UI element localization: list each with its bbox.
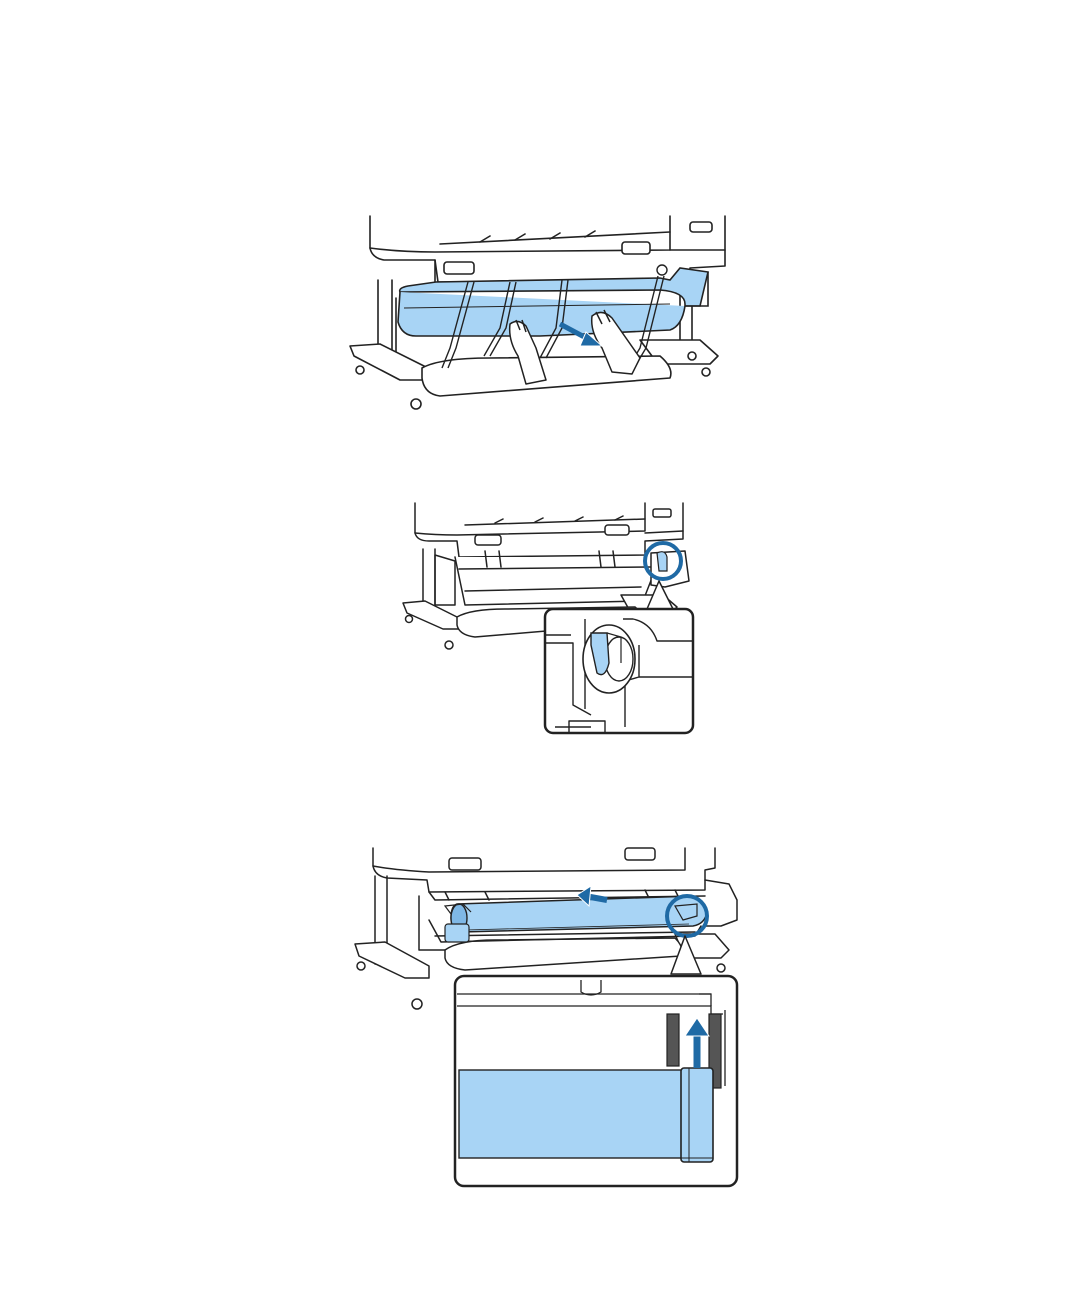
printer-illustration	[395, 495, 695, 737]
printer-illustration	[340, 208, 730, 418]
figure-roll-holder-lever	[395, 495, 695, 737]
figure-load-roll-core	[345, 840, 740, 1192]
callout-lever-icon	[545, 609, 693, 733]
figure-remove-basket	[340, 208, 730, 418]
callout-up-arrow-icon	[455, 976, 737, 1186]
printer-illustration	[345, 840, 740, 1192]
